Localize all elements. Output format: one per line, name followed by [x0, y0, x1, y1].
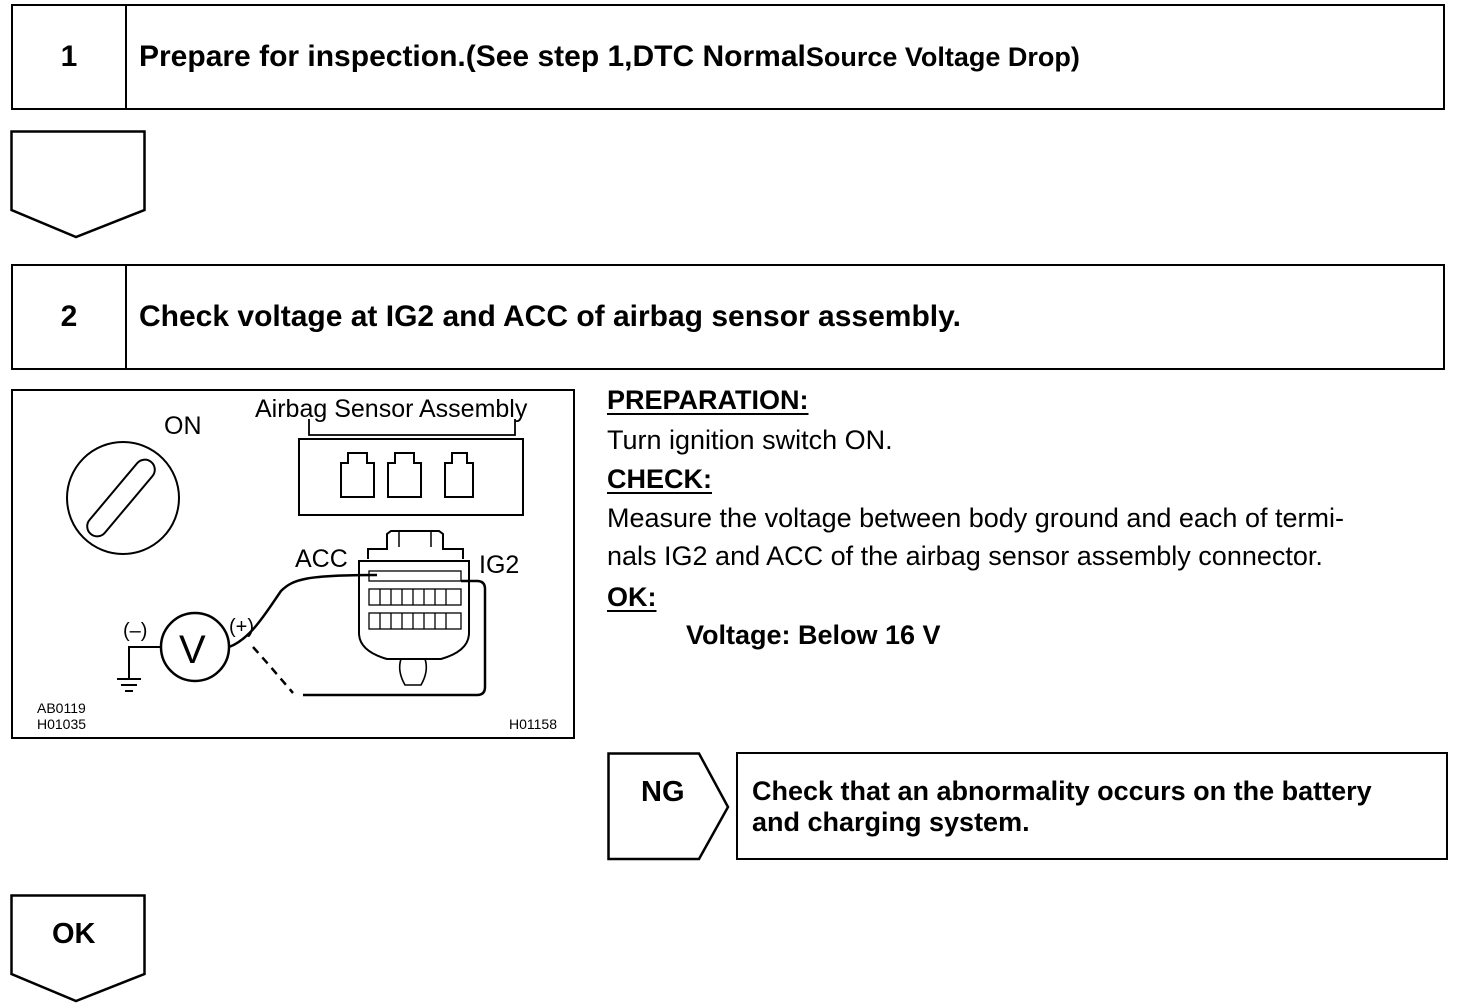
assembly-label: Airbag Sensor Assembly	[255, 395, 528, 423]
step-1-title-main: Prepare for inspection.	[139, 40, 466, 73]
step-1-title-ref-a: (See step 1,DTC Normal	[465, 40, 806, 73]
ok-arrow	[10, 894, 146, 1003]
ok-label: OK	[52, 918, 96, 950]
step-1-box: 1 Prepare for inspection. (See step 1,DT…	[11, 4, 1445, 110]
voltmeter-symbol: V	[179, 628, 206, 672]
ok-header: OK:	[607, 582, 657, 612]
step-2-title: Check voltage at IG2 and ACC of airbag s…	[139, 300, 961, 333]
step-2-number: 2	[13, 266, 127, 368]
switch-on-label: ON	[164, 412, 202, 440]
figure-code-left-1: AB0119	[37, 700, 86, 716]
step-2-box: 2 Check voltage at IG2 and ACC of airbag…	[11, 264, 1445, 370]
ground-icon	[117, 646, 161, 692]
minus-label: (–)	[123, 620, 147, 642]
figure-code-left-2: H01035	[37, 716, 86, 732]
step-1-title-ref-b: Source Voltage Drop)	[805, 41, 1080, 72]
wiring-figure: ON Airbag Sensor Assembly ACC IG2 V (–) …	[11, 389, 575, 739]
flow-arrow-1	[10, 130, 146, 239]
ng-action-line1: Check that an abnormality occurs on the …	[752, 776, 1372, 806]
ng-action-box: Check that an abnormality occurs on the …	[736, 752, 1448, 860]
connector-icon	[358, 530, 470, 686]
plus-label: (+)	[229, 616, 254, 638]
check-text-line1: Measure the voltage between body ground …	[607, 503, 1344, 533]
ignition-switch-icon	[66, 441, 180, 555]
step-1-title: Prepare for inspection. (See step 1,DTC …	[139, 6, 1080, 108]
ng-arrow	[607, 752, 730, 861]
ng-label: NG	[641, 776, 685, 808]
preparation-text: Turn ignition switch ON.	[607, 425, 893, 455]
figure-code-right: H01158	[509, 716, 557, 732]
check-text-line2: nals IG2 and ACC of the airbag sensor as…	[607, 541, 1323, 571]
preparation-header: PREPARATION:	[607, 385, 809, 415]
ok-spec: Voltage: Below 16 V	[686, 620, 941, 650]
ng-action-line2: and charging system.	[752, 807, 1030, 837]
acc-label: ACC	[295, 545, 348, 573]
step-1-number: 1	[13, 6, 127, 108]
airbag-sensor-assembly-icon	[298, 438, 524, 516]
check-header: CHECK:	[607, 464, 712, 494]
ig2-label: IG2	[479, 551, 519, 579]
